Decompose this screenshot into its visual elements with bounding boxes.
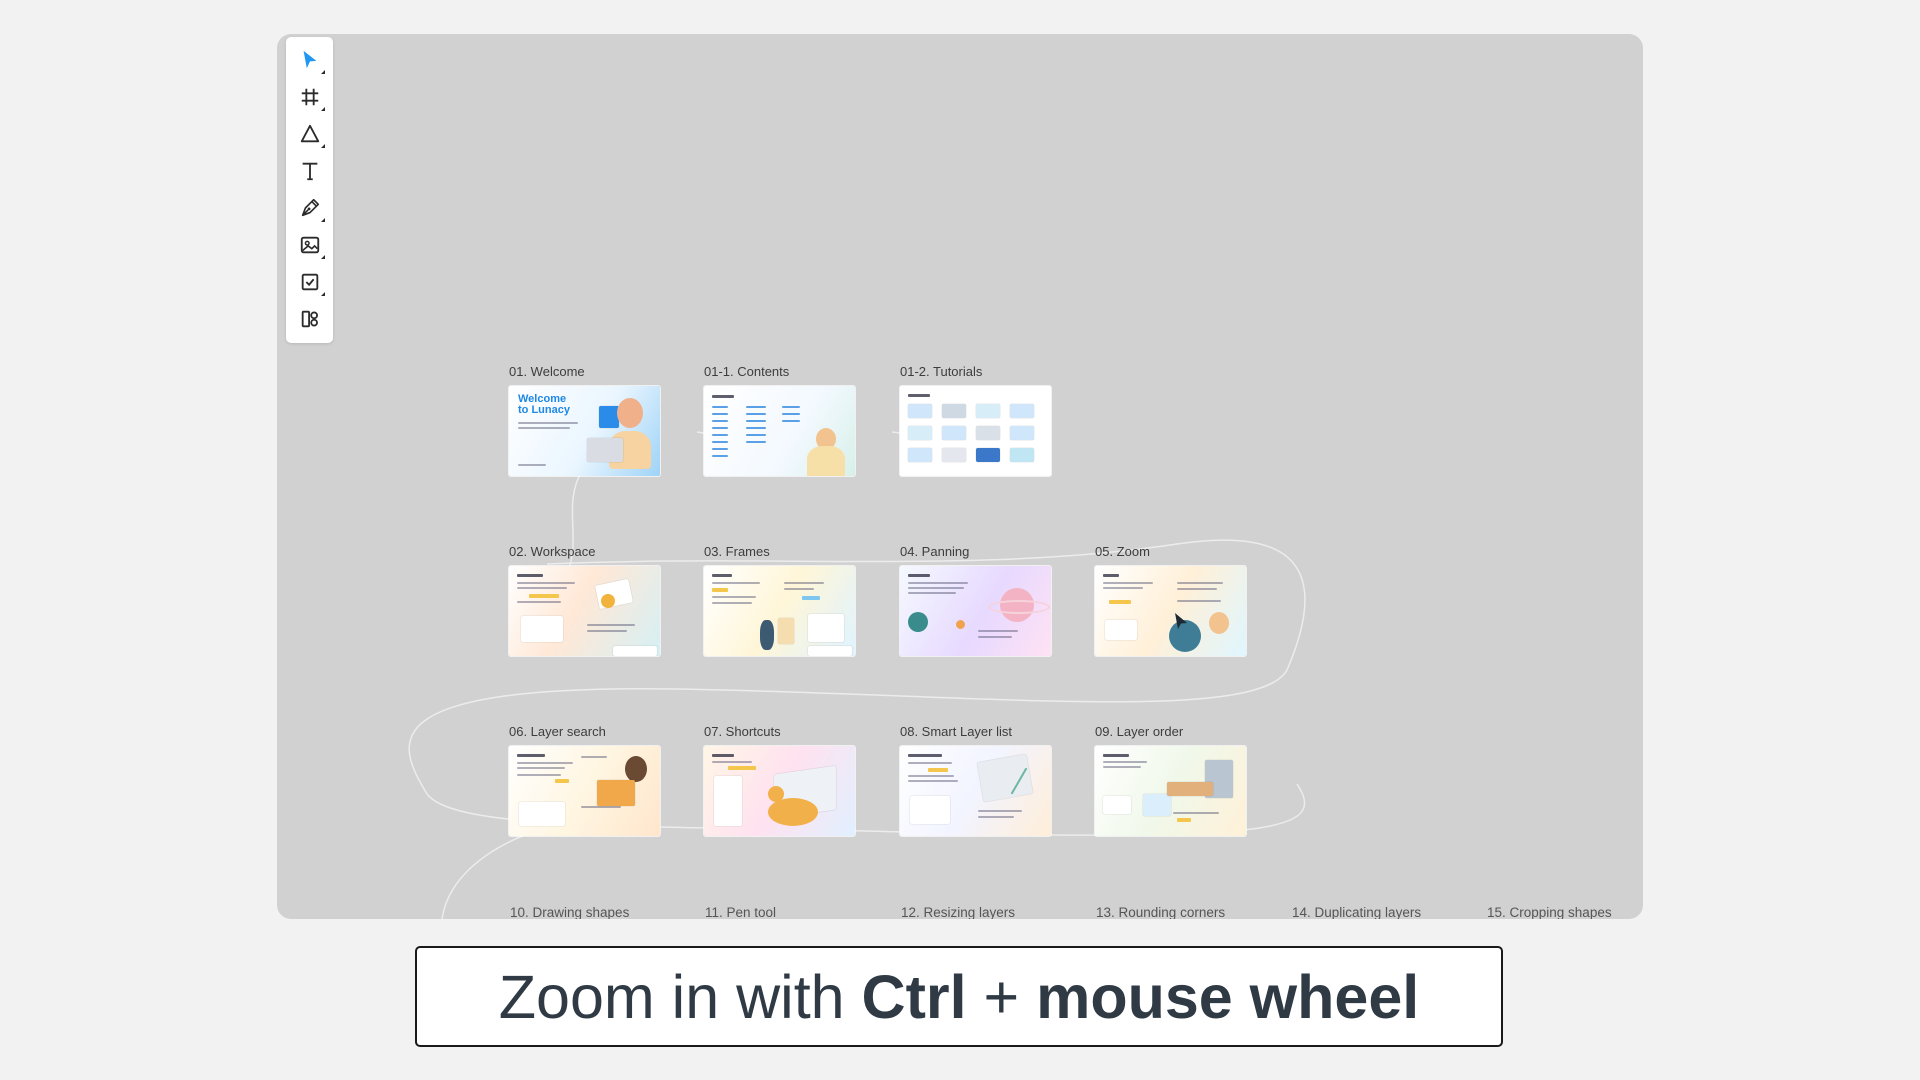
welcome-title: Welcome to Lunacy bbox=[518, 393, 570, 416]
smart-layer-list-heading bbox=[908, 754, 942, 757]
frame-label-smart-layer-list: 08. Smart Layer list bbox=[900, 724, 1012, 739]
frame-label-rounding-corners: 13. Rounding corners bbox=[1096, 905, 1226, 919]
frame-label-resizing-layers: 12. Resizing layers bbox=[901, 905, 1016, 919]
contents-heading bbox=[712, 395, 734, 398]
pointer-tool-button[interactable] bbox=[293, 44, 327, 76]
shape-icon bbox=[300, 124, 320, 143]
frame-icon bbox=[301, 88, 319, 106]
frame-label-drawing-shapes: 10. Drawing shapes bbox=[510, 905, 630, 919]
frame-tool-button[interactable] bbox=[293, 81, 327, 113]
frame-thumb-zoom[interactable] bbox=[1095, 566, 1246, 656]
frame-label-layer-search: 06. Layer search bbox=[509, 724, 606, 739]
component-tool-button[interactable] bbox=[293, 303, 327, 335]
zoom-heading bbox=[1103, 574, 1119, 577]
frame-label-zoom: 05. Zoom bbox=[1095, 544, 1150, 559]
layer-order-heading bbox=[1103, 754, 1129, 757]
pen-icon bbox=[301, 198, 320, 217]
design-canvas[interactable]: 01. Welcome Welcome to Lunacy 01-1. Cont… bbox=[277, 34, 1643, 919]
component-icon bbox=[301, 310, 318, 328]
layer-search-heading bbox=[517, 754, 545, 757]
frame-label-duplicating-layers: 14. Duplicating layers bbox=[1292, 905, 1422, 919]
text-tool-button[interactable] bbox=[293, 155, 327, 187]
frame-thumb-contents[interactable] bbox=[704, 386, 855, 476]
workspace-heading bbox=[517, 574, 543, 577]
shape-tool-button[interactable] bbox=[293, 118, 327, 150]
image-tool-button[interactable] bbox=[293, 229, 327, 261]
shortcuts-heading bbox=[712, 754, 734, 757]
text-icon bbox=[302, 162, 318, 181]
frame-label-cropping-shapes: 15. Cropping shapes bbox=[1487, 905, 1612, 919]
pointer-icon bbox=[303, 50, 317, 69]
frame-label-contents: 01-1. Contents bbox=[704, 364, 790, 379]
panning-heading bbox=[908, 574, 930, 577]
zoom-cursor-icon bbox=[1175, 613, 1187, 629]
tools-toolbar bbox=[286, 37, 333, 343]
ui-components-icon bbox=[301, 273, 319, 291]
frame-label-layer-order: 09. Layer order bbox=[1095, 724, 1184, 739]
image-icon bbox=[300, 236, 320, 254]
frame-thumb-workspace[interactable] bbox=[509, 566, 660, 656]
frame-label-frames: 03. Frames bbox=[704, 544, 770, 559]
caption-key-ctrl: Ctrl bbox=[861, 962, 967, 1031]
caption-key-mouse-wheel: mouse wheel bbox=[1036, 962, 1420, 1031]
frame-thumb-shortcuts[interactable] bbox=[704, 746, 855, 836]
instruction-caption: Zoom in with Ctrl + mouse wheel bbox=[415, 946, 1503, 1047]
frame-thumb-panning[interactable] bbox=[900, 566, 1051, 656]
frame-thumb-welcome[interactable]: Welcome to Lunacy bbox=[509, 386, 660, 476]
caption-prefix: Zoom in with bbox=[498, 962, 862, 1031]
frame-label-tutorials: 01-2. Tutorials bbox=[900, 364, 983, 379]
ui-components-tool-button[interactable] bbox=[293, 266, 327, 298]
frame-label-workspace: 02. Workspace bbox=[509, 544, 596, 559]
frame-label-pen-tool: 11. Pen tool bbox=[705, 905, 777, 919]
frame-thumb-smart-layer-list[interactable] bbox=[900, 746, 1051, 836]
frame-thumb-frames[interactable] bbox=[704, 566, 855, 656]
frame-thumb-layer-search[interactable] bbox=[509, 746, 660, 836]
frames-heading bbox=[712, 574, 732, 577]
tutorials-heading bbox=[908, 394, 930, 397]
frame-thumb-tutorials[interactable] bbox=[900, 386, 1051, 476]
frame-label-shortcuts: 07. Shortcuts bbox=[704, 724, 781, 739]
caption-plus: + bbox=[966, 962, 1037, 1031]
pen-tool-button[interactable] bbox=[293, 192, 327, 224]
frame-label-panning: 04. Panning bbox=[900, 544, 970, 559]
frame-label-welcome: 01. Welcome bbox=[509, 364, 585, 379]
frame-thumb-layer-order[interactable] bbox=[1095, 746, 1246, 836]
